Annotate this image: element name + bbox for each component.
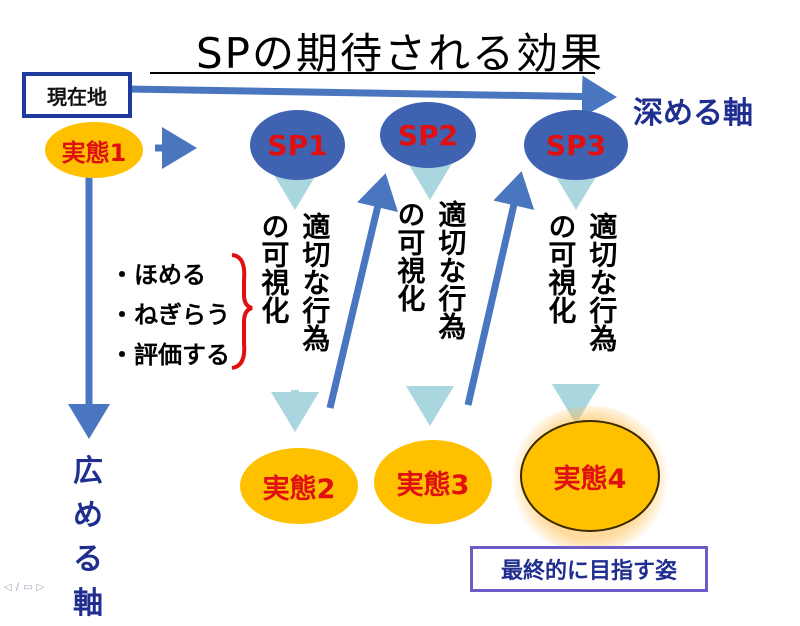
state-2-node: 実態2 xyxy=(240,448,358,524)
pen-icon[interactable]: ∕ xyxy=(15,582,24,593)
next-arrow-icon[interactable]: ▷ xyxy=(36,582,49,593)
list-item: ・ねぎらう xyxy=(110,301,230,329)
goal-label-box: 最終的に目指す姿 xyxy=(470,546,708,592)
current-position-box: 現在地 xyxy=(22,72,132,118)
action-text-2b: の可視化 xyxy=(393,200,427,312)
page-title: SPの期待される効果 xyxy=(196,29,604,78)
action-text-2a: 適切な行為 xyxy=(434,200,468,340)
sp1-label: SP1 xyxy=(267,128,328,162)
widen-axis-char: る xyxy=(73,542,103,577)
arrows-layer xyxy=(68,75,617,439)
action-text-3a: 適切な行為 xyxy=(585,212,619,352)
state3-to-sp3-arrow xyxy=(464,171,535,406)
prev-arrow-icon[interactable]: ◁ xyxy=(4,582,16,593)
sp3-node: SP3 xyxy=(524,110,628,180)
state-1-label: 実態1 xyxy=(61,138,127,167)
state-1-node: 実態1 xyxy=(45,122,143,178)
widen-axis-char: 広 xyxy=(73,454,103,489)
state-4-label: 実態4 xyxy=(553,463,627,495)
state-3-node: 実態3 xyxy=(374,440,492,524)
sp3-label: SP3 xyxy=(545,128,607,162)
action-text-3b: の可視化 xyxy=(544,212,578,324)
sp1-node: SP1 xyxy=(250,110,345,180)
action-text-1a: 適切な行為 xyxy=(298,212,332,352)
deepen-axis-label: 深める軸 xyxy=(633,96,753,131)
bullets-brace xyxy=(231,253,253,370)
action-text-1b: の可視化 xyxy=(257,212,291,324)
title-underline xyxy=(150,72,595,74)
widen-axis-char: 軸 xyxy=(73,586,103,621)
praise-list: ・ほめる ・ねぎらう ・評価する xyxy=(110,255,230,375)
state-3-label: 実態3 xyxy=(396,469,470,501)
sp2-node: SP2 xyxy=(380,102,476,168)
slide-nav: ◁∕▭▷ xyxy=(4,582,48,593)
deepen-axis-arrow xyxy=(127,75,617,118)
state-4-node: 実態4 xyxy=(520,420,660,532)
menu-icon[interactable]: ▭ xyxy=(23,582,37,593)
state2-to-sp2-arrow xyxy=(326,173,398,409)
widen-axis-char: め xyxy=(73,498,103,533)
list-item: ・ほめる xyxy=(110,261,206,289)
sp2-label: SP2 xyxy=(397,118,459,152)
list-item: ・評価する xyxy=(110,341,230,369)
state-2-label: 実態2 xyxy=(262,473,336,505)
